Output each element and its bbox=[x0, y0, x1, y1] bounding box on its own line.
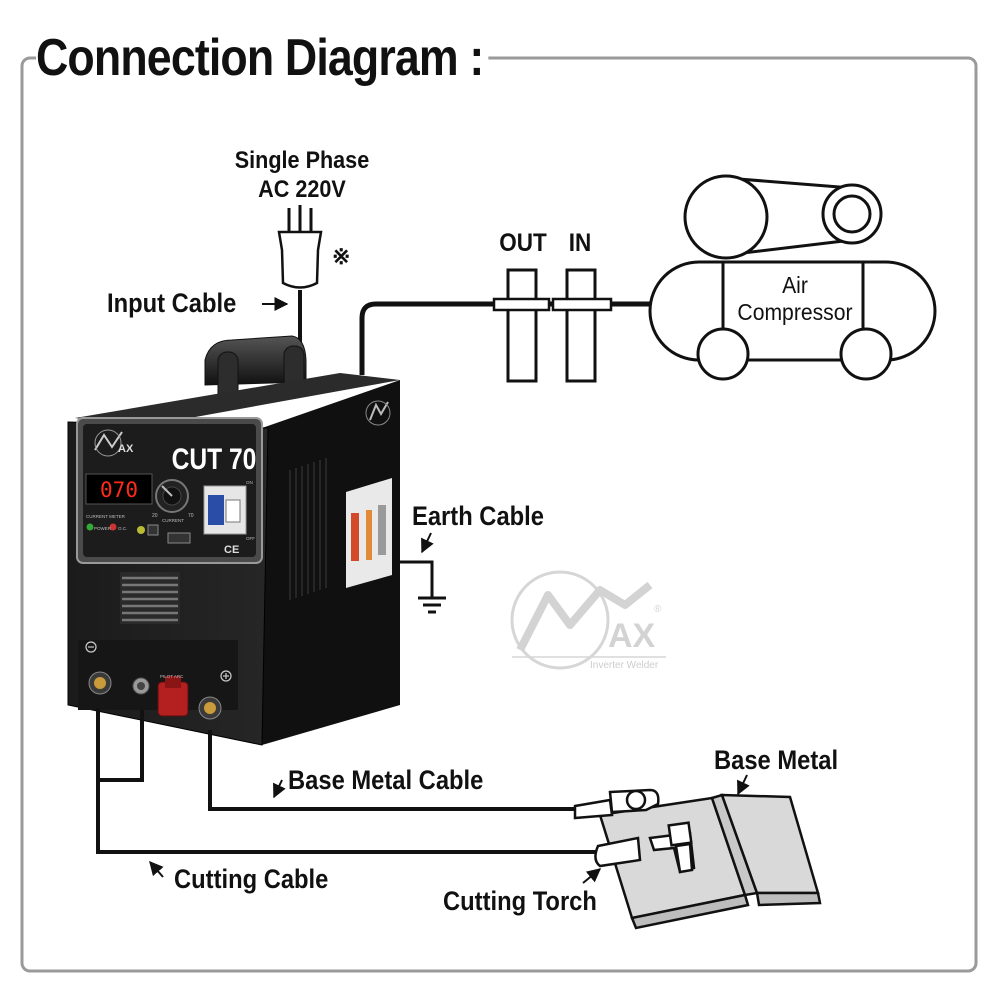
base-metal-arrow bbox=[737, 774, 750, 796]
panel-knob-min: 20 bbox=[152, 513, 158, 519]
panel-pilot-arc: PILOT ARC bbox=[160, 674, 184, 679]
power-line2: AC 220V bbox=[258, 175, 346, 202]
base-metal-cable-arrow bbox=[273, 779, 286, 799]
cutting-cable bbox=[96, 708, 598, 854]
base-metal-label: Base Metal bbox=[714, 746, 838, 776]
panel-breaker-on: ON bbox=[246, 480, 253, 485]
panel-current-meter: CURRENT METER bbox=[86, 514, 126, 519]
compressor-label-1: Air bbox=[782, 272, 808, 298]
diagram-frame bbox=[20, 56, 978, 973]
page-title: Connection Diagram : bbox=[36, 22, 489, 94]
power-note-mark: ※ bbox=[332, 244, 350, 269]
base-metal-workpiece bbox=[598, 793, 822, 930]
machine-model: CUT 70 bbox=[172, 442, 257, 476]
air-filter-out bbox=[492, 268, 551, 383]
input-cable-label: Input Cable bbox=[107, 289, 236, 319]
power-line1: Single Phase bbox=[235, 146, 369, 173]
filter-out-label: OUT bbox=[499, 229, 547, 257]
machine-display: 070 bbox=[100, 478, 138, 502]
watermark-registered: ® bbox=[654, 604, 662, 615]
machine-brand: AX bbox=[118, 443, 134, 455]
cutting-torch-label: Cutting Torch bbox=[443, 887, 597, 917]
base-metal-cable-label: Base Metal Cable bbox=[288, 766, 483, 796]
panel-current: CURRENT bbox=[162, 518, 184, 523]
watermark-sub: Inverter Welder bbox=[590, 660, 659, 671]
ground-clamp bbox=[573, 788, 660, 820]
panel-breaker-off: OFF bbox=[246, 536, 255, 541]
panel-knob-max: 70 bbox=[188, 513, 194, 519]
filter-in-label: IN bbox=[569, 229, 591, 257]
earth-cable-arrow bbox=[421, 532, 434, 554]
cutting-torch-arrow bbox=[582, 868, 602, 884]
cutting-cable-arrow bbox=[149, 860, 164, 878]
panel-power: POWER bbox=[94, 526, 112, 531]
base-metal-cable bbox=[208, 730, 575, 811]
cutting-cable-label: Cutting Cable bbox=[174, 865, 328, 895]
plasma-cutter-machine bbox=[67, 335, 400, 746]
watermark-logo: AX ® Inverter Welder bbox=[510, 570, 666, 671]
air-compressor bbox=[648, 174, 937, 381]
air-hose bbox=[359, 301, 650, 375]
air-filter-in bbox=[551, 268, 613, 383]
compressor-label-2: Compressor bbox=[737, 299, 852, 325]
machine-ce-mark: CE bbox=[224, 544, 239, 556]
watermark-brand: AX bbox=[608, 617, 656, 655]
panel-oc: O.C. bbox=[118, 526, 127, 531]
earth-cable-label: Earth Cable bbox=[412, 502, 544, 532]
power-plug bbox=[277, 205, 323, 298]
cutting-torch bbox=[594, 821, 696, 874]
